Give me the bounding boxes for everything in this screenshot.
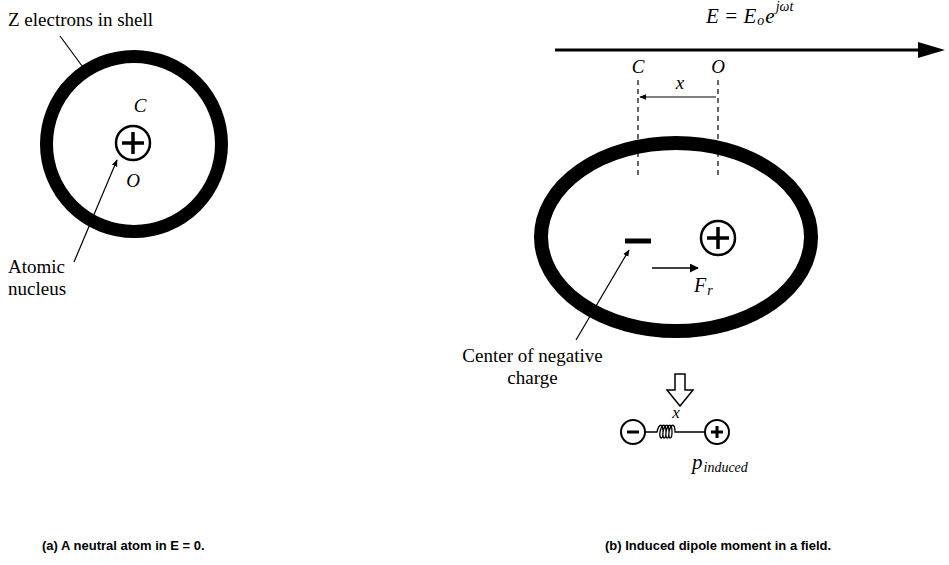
center-letter: C [134, 95, 147, 117]
negative-charge-symbol [621, 420, 645, 444]
spring-symbol [645, 425, 705, 438]
origin-letter: O [126, 170, 140, 192]
dipole-label: p [692, 450, 703, 474]
field-equation: E = E [706, 4, 756, 28]
center-letter: C [632, 56, 645, 78]
displacement-label: x [672, 403, 680, 423]
field-arrow-head [918, 42, 945, 58]
hollow-arrow [667, 374, 693, 406]
dashed-guide [637, 80, 638, 178]
restoring-force-arrow [652, 267, 698, 269]
figure-caption: (b) Induced dipole moment in a field. [605, 539, 831, 554]
minus-sign [627, 431, 639, 434]
nucleus-symbol [701, 221, 735, 255]
dipole-subscript: induced [704, 460, 748, 476]
field-subscript: o [757, 13, 764, 29]
field-equation: e [765, 4, 774, 28]
positive-charge-symbol [705, 420, 729, 444]
origin-letter: O [711, 56, 725, 78]
force-subscript: r [707, 283, 712, 299]
plus-sign [707, 227, 729, 249]
distorted-shell [541, 143, 811, 331]
displacement-label: x [676, 72, 684, 94]
force-label: F [694, 274, 706, 297]
field-superscript: jωt [776, 0, 794, 15]
leader-line [60, 36, 85, 70]
nucleus-symbol [116, 126, 150, 160]
leader-arrow [576, 250, 629, 340]
figure-caption: (a) A neutral atom in E = 0. [42, 539, 205, 554]
field-arrow-shaft [555, 49, 922, 52]
dashed-guide [717, 80, 718, 178]
negative-center-bar [625, 239, 651, 244]
displacement-arrow [640, 96, 716, 97]
plus-sign [711, 426, 723, 438]
nucleus-label: Atomic nucleus [8, 256, 90, 300]
electron-shell [47, 57, 222, 232]
shell-label: Z electrons in shell [8, 9, 153, 31]
leader-arrow [74, 160, 117, 262]
plus-sign [122, 132, 144, 154]
negative-center-label: Center of negative charge [450, 345, 615, 389]
